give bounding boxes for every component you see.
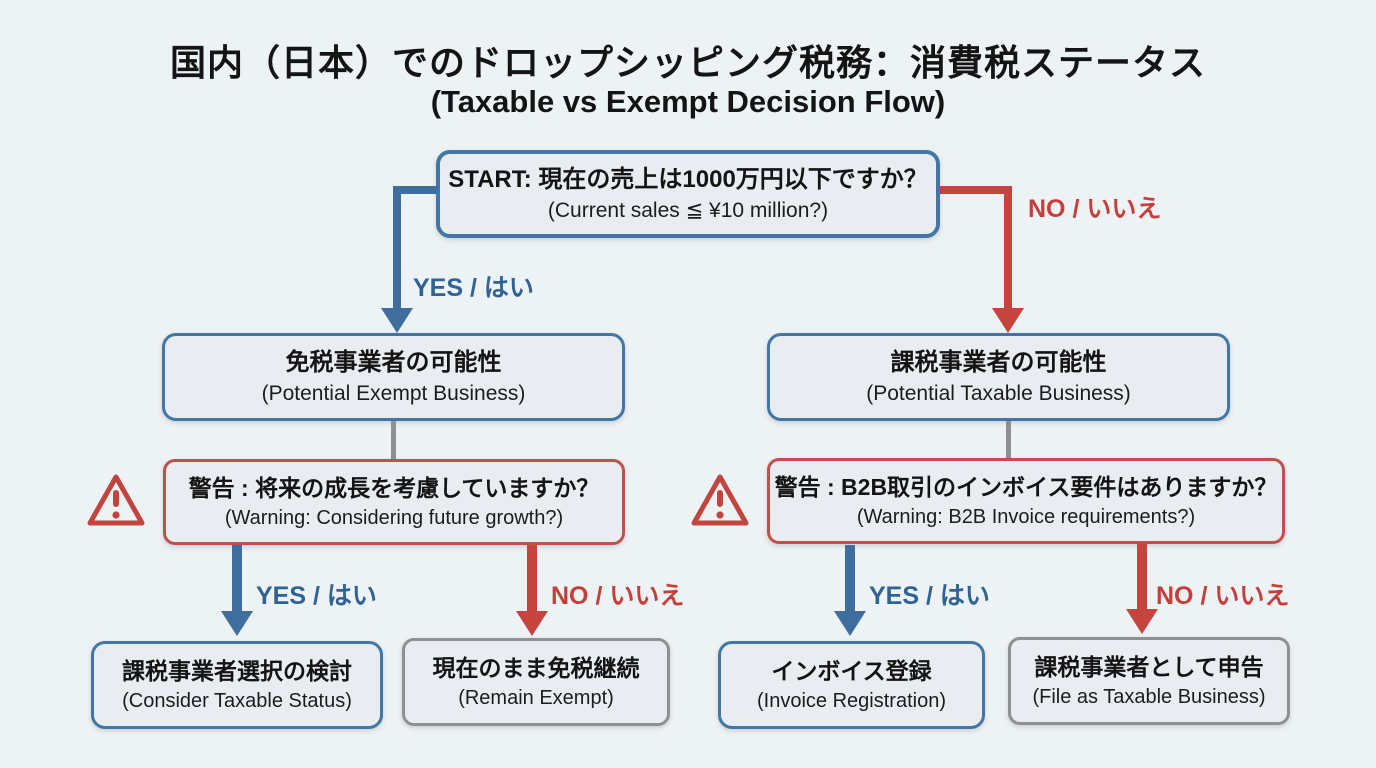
yes-edge-label-bottom-left: YES / はい <box>256 582 377 610</box>
no-arrow-bottom-left <box>527 545 537 613</box>
warning-left-text-en: (Warning: Considering future growth?) <box>224 506 564 529</box>
start-node: START: 現在の売上は1000万円以下ですか？ (Current sales… <box>436 150 940 238</box>
connector-left <box>391 421 396 459</box>
warning-right-text-en: (Warning: B2B Invoice requirements?) <box>856 505 1196 528</box>
invoice-registration-text-jp: インボイス登録 <box>771 658 932 685</box>
warning-left-node: 警告 : 将来の成長を考慮していますか？ (Warning: Consideri… <box>163 459 625 545</box>
no-arrowhead-icon <box>992 308 1024 333</box>
remain-exempt-text-en: (Remain Exempt) <box>458 686 614 709</box>
start-node-text-en: (Current sales ≦ ¥10 million?) <box>547 198 829 222</box>
yes-edge-label-bottom-right: YES / はい <box>869 582 990 610</box>
remain-exempt-text-jp: 現在のまま免税継続 <box>432 655 640 682</box>
no-arrowhead-bottom-right-icon <box>1126 609 1158 634</box>
taxable-node: 課税事業者の可能性 (Potential Taxable Business) <box>767 333 1230 421</box>
warning-right-node: 警告 : B2B取引のインボイス要件はありますか？ (Warning: B2B … <box>767 458 1285 544</box>
yes-arrow-bottom-left <box>232 545 242 613</box>
invoice-registration-node: インボイス登録 (Invoice Registration) <box>718 641 985 729</box>
no-arrow-bottom-right <box>1137 543 1147 611</box>
exempt-node-text-en: (Potential Exempt Business) <box>261 381 526 405</box>
connector-right <box>1006 421 1011 459</box>
exempt-node-text-jp: 免税事業者の可能性 <box>285 349 502 377</box>
yes-arrow-vertical-segment <box>393 186 401 310</box>
consider-taxable-text-en: (Consider Taxable Status) <box>122 689 352 712</box>
taxable-node-text-en: (Potential Taxable Business) <box>866 381 1131 405</box>
no-arrowhead-bottom-left-icon <box>516 611 548 636</box>
file-taxable-text-en: (File as Taxable Business) <box>1032 685 1266 708</box>
exempt-node: 免税事業者の可能性 (Potential Exempt Business) <box>162 333 625 421</box>
remain-exempt-node: 現在のまま免税継続 (Remain Exempt) <box>402 638 670 726</box>
warning-right-text-jp: 警告 : B2B取引のインボイス要件はありますか？ <box>774 474 1278 501</box>
warning-left-text-jp: 警告 : 将来の成長を考慮していますか？ <box>188 475 600 502</box>
yes-arrow-bottom-right <box>845 545 855 613</box>
no-edge-label-bottom-left: NO / いいえ <box>551 582 685 610</box>
warning-triangle-icon-right <box>691 474 749 526</box>
yes-arrowhead-icon <box>381 308 413 333</box>
page-title: 国内（日本）でのドロップシッピング税務：消費税ステータス <box>169 42 1206 83</box>
yes-arrowhead-bottom-left-icon <box>221 611 253 636</box>
yes-arrow-horizontal-segment <box>393 186 438 194</box>
taxable-node-text-jp: 課税事業者の可能性 <box>890 349 1107 377</box>
file-taxable-node: 課税事業者として申告 (File as Taxable Business) <box>1008 637 1290 725</box>
warning-triangle-icon-left <box>87 474 145 526</box>
no-edge-label-top: NO / いいえ <box>1028 195 1162 223</box>
start-node-text-jp: START: 現在の売上は1000万円以下ですか？ <box>448 166 928 194</box>
no-arrow-vertical-segment <box>1004 186 1012 310</box>
yes-edge-label-top: YES / はい <box>413 274 534 302</box>
no-arrow-horizontal-segment <box>940 186 1012 194</box>
file-taxable-text-jp: 課税事業者として申告 <box>1034 654 1264 681</box>
page-subtitle: (Taxable vs Exempt Decision Flow) <box>430 84 946 119</box>
no-edge-label-bottom-right: NO / いいえ <box>1156 582 1290 610</box>
yes-arrowhead-bottom-right-icon <box>834 611 866 636</box>
consider-taxable-node: 課税事業者選択の検討 (Consider Taxable Status) <box>91 641 383 729</box>
invoice-registration-text-en: (Invoice Registration) <box>757 689 946 712</box>
consider-taxable-text-jp: 課税事業者選択の検討 <box>122 658 352 685</box>
